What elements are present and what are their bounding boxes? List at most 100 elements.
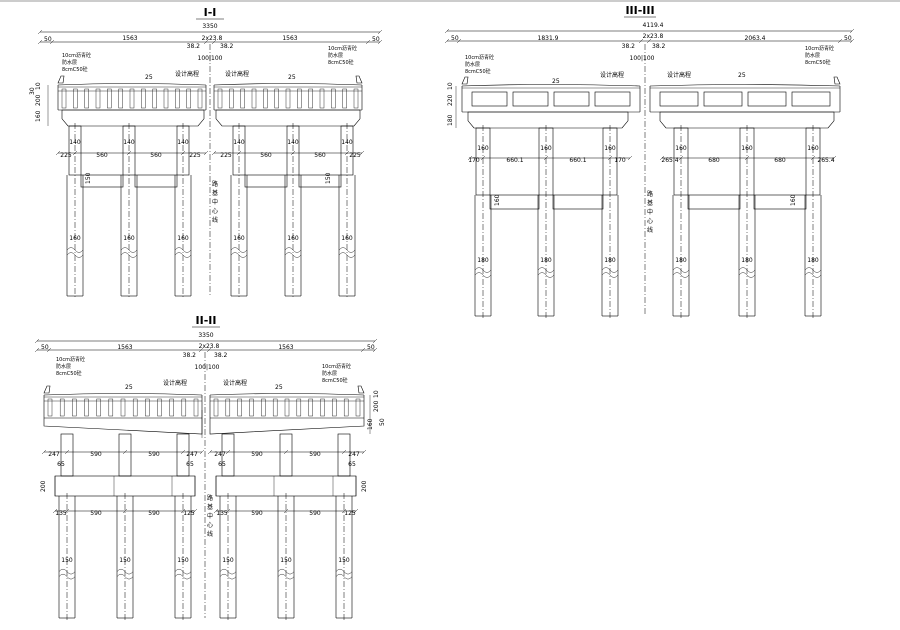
section-3-deck-left-cell-0	[471, 91, 508, 107]
section-1-span-dim-right-tick-0	[211, 150, 217, 156]
section-2-pile-label-3: 150	[222, 557, 234, 564]
section-2-span-dim-left-tick-1	[64, 449, 70, 455]
section-3-span-dim-left-tick-0	[467, 155, 473, 161]
section-1-half-dim-tick-3	[211, 39, 217, 45]
section-2-vert-50: 50	[379, 418, 386, 426]
section-3-vert-180: 180	[447, 114, 454, 126]
section-3-total-dim-tick-1	[849, 28, 855, 34]
section-1-vert-30: 30	[29, 87, 36, 95]
section-1-span-dim-left-tick-3	[180, 150, 186, 156]
section-2-half-dim-tick-4	[360, 347, 366, 353]
section-2-pile-dim-left-tick-1	[64, 508, 70, 514]
section-2-total-dim-tick-0	[34, 338, 40, 344]
section-2-cap-height-left: 200	[40, 480, 47, 492]
section-2-deck-left-rib-6	[120, 398, 126, 417]
section-2-deck-left-rib-12	[193, 398, 199, 417]
section-2-pile-dim-left-tick-4	[192, 508, 198, 514]
section-1-pier-3-break-1	[230, 247, 248, 253]
section-1-pile-label-3: 160	[233, 235, 245, 242]
section-2-span-dim-left-tick-3	[180, 449, 186, 455]
section-3-tie-left	[489, 194, 540, 210]
section-2-deck-right-rib-11	[343, 398, 349, 417]
section-2-col-edge-2: 65	[218, 461, 226, 468]
section-3-deck-left-pavement	[461, 84, 641, 87]
section-3-layer-right-1: 防水层	[805, 52, 820, 59]
section-2-pile-span-left-1: 590	[90, 510, 102, 517]
section-2-layer-right-0: 10cm沥青砼	[322, 363, 351, 370]
section-2-total-dim-tick-1	[372, 338, 378, 344]
section-2-cap-height-right: 200	[361, 480, 368, 492]
section-1-deck-left-rib-4	[107, 88, 112, 109]
section-3-col-label-1: 160	[540, 145, 552, 152]
section-2-pile-label-1: 150	[119, 557, 131, 564]
section-2-deck-right-rib-1	[225, 398, 231, 417]
section-1-span-dim-left-tick-2	[126, 150, 132, 156]
section-1-deck-right-rib-8	[308, 88, 313, 109]
section-1-deck-right-rib-3	[251, 88, 257, 109]
section-3-tie-right	[687, 194, 741, 210]
section-1-col-label-4: 140	[287, 139, 299, 146]
section-3-deck-right-cell-1	[703, 91, 743, 107]
section-1-half-dim-tick-4	[365, 39, 371, 45]
section-2-deck-left-rib-2	[72, 398, 77, 417]
section-3-cap-right	[659, 111, 835, 129]
section-3-edge-left: 50	[451, 35, 459, 42]
section-1-deck-right-rib-7	[297, 88, 302, 109]
section-1-span-left-1: 560	[96, 152, 108, 159]
section-3-slope-right: 25	[738, 72, 746, 79]
section-1-edge-left: 50	[44, 36, 52, 43]
section-1-deck-left-rib-11	[186, 88, 191, 109]
section-2-vert-200: 200	[373, 400, 380, 412]
section-1-span-left-3: 225	[189, 152, 201, 159]
section-2-center-split: 100|100	[195, 364, 220, 371]
section-3-layer-right-2: 8cmC50砼	[805, 59, 831, 66]
section-1-pile-label-1: 160	[123, 235, 135, 242]
section-2-pile-span-right-1: 590	[251, 510, 263, 517]
section-1-span-dim-left-tick-4	[203, 150, 209, 156]
section-2-deck-right-rib-2	[237, 398, 242, 417]
section-2-deck-left-rib-10	[169, 398, 174, 417]
section-2-pile-dim-left-tick-3	[180, 508, 186, 514]
section-3-span-dim-right-tick-3	[810, 155, 816, 161]
section-2-deck-right-rib-9	[320, 398, 325, 417]
section-2-layer-left-0: 10cm沥青砼	[56, 356, 85, 363]
section-2-slope-left: 25	[125, 384, 133, 391]
section-2-span-left-2: 590	[148, 451, 160, 458]
section-3-layer-right-0: 10cm沥青砼	[805, 45, 834, 52]
section-3-deck-left-cell-3	[594, 91, 631, 107]
section-1-deck-left-rib-0	[61, 88, 67, 109]
section-1-pier-2-break-1	[174, 247, 192, 253]
section-1-cap-left	[61, 109, 205, 127]
section-2-span-dim-left-tick-4	[199, 449, 205, 455]
section-3-tie-label-left: 160	[494, 194, 501, 206]
section-1-pile-label-2: 160	[177, 235, 189, 242]
section-2-title: II-II	[196, 314, 217, 327]
section-1-tie-left-2	[134, 174, 178, 188]
section-2-edge-right: 50	[367, 344, 375, 351]
section-1-deck-right-railing	[355, 75, 363, 84]
section-1-pier-0-break-1	[66, 247, 84, 253]
section-1-total-width: 3350	[202, 23, 217, 30]
section-1-deck-left-rib-5	[118, 88, 123, 109]
section-1-center-split: 100|100	[198, 55, 223, 62]
section-3-deck-right-cell-0	[659, 91, 699, 107]
section-1-tie-label-right: 150	[325, 172, 332, 184]
section-2-pile-dim-right-tick-4	[353, 508, 359, 514]
section-3-span-right-0: 265.4	[661, 157, 678, 164]
section-1-centerline-label: 路基中心线	[212, 180, 218, 224]
section-2-half-left: 1563	[117, 344, 132, 351]
section-2-elev-left: 设计高程	[163, 379, 187, 387]
section-2-col-edge-3: 65	[348, 461, 356, 468]
section-2-span-dim-left-tick-0	[41, 449, 47, 455]
section-3-span-dim-right-tick-2	[744, 155, 750, 161]
section-1-total-dim-tick-1	[377, 29, 383, 35]
section-3-col-label-4: 160	[741, 145, 753, 152]
section-2-pile-label-0: 150	[61, 557, 73, 564]
section-2-half-dim-tick-0	[34, 347, 40, 353]
section-2-column-1	[118, 433, 132, 477]
section-2-half-dim-tick-5	[372, 347, 378, 353]
section-1-vert-160: 160	[35, 110, 42, 122]
section-3-title: III-III	[625, 4, 654, 17]
section-2-span-dim-right-tick-0	[207, 449, 213, 455]
section-3-span-dim-left-tick-4	[627, 155, 633, 161]
